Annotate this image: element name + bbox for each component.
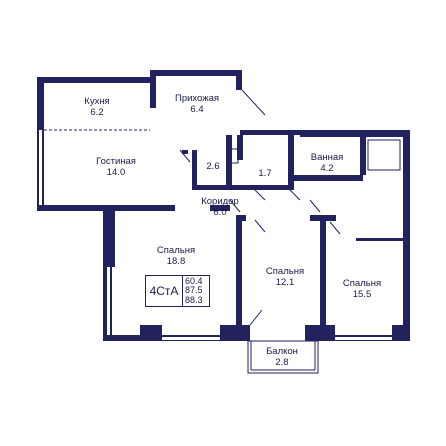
- apartment-area-living: 60.4: [185, 275, 203, 286]
- room-bedroom-1: Спальня 18.8: [157, 245, 195, 267]
- apartment-info-box: 4СтА 60.4 87.5 88.3: [145, 275, 210, 307]
- apartment-area-with-balcony: 88.3: [185, 294, 203, 305]
- room-living-area: 14.0: [106, 167, 126, 178]
- room-bedroom-2: Спальня 12.1: [266, 266, 304, 288]
- room-kitchen-name: Кухня: [84, 96, 110, 107]
- room-bedroom-2-area: 12.1: [275, 277, 295, 288]
- room-storage-area: 1.7: [258, 168, 272, 179]
- room-corridor-name: Коридор: [201, 196, 239, 207]
- room-wc-area: 2.6: [206, 161, 220, 172]
- room-balcony-area: 2.8: [275, 357, 289, 368]
- room-wc: 2.6: [206, 161, 219, 172]
- room-bedroom-1-name: Спальня: [156, 245, 196, 256]
- room-corridor: Коридор 6.0: [201, 196, 239, 218]
- room-kitchen: Кухня 6.2: [84, 96, 109, 118]
- room-bedroom-3-area: 15.5: [352, 289, 372, 300]
- apartment-area-total: 87.5: [185, 285, 203, 296]
- room-kitchen-area: 6.2: [90, 107, 104, 118]
- room-hallway-name: Прихожая: [174, 93, 220, 104]
- room-bedroom-1-area: 18.8: [166, 256, 186, 267]
- room-living: Гостиная 14.0: [96, 156, 136, 178]
- room-bedroom-3: Спальня 15.5: [343, 278, 381, 300]
- room-balcony-name: Балкон: [266, 346, 298, 357]
- apartment-areas: 60.4 87.5 88.3: [182, 276, 209, 306]
- room-hallway-area: 6.4: [190, 104, 204, 115]
- room-hallway: Прихожая 6.4: [175, 93, 219, 115]
- room-bedroom-2-name: Спальня: [265, 266, 305, 277]
- room-bathroom: Ванная 4.2: [311, 152, 344, 174]
- room-bedroom-3-name: Спальня: [342, 278, 382, 289]
- room-corridor-area: 6.0: [213, 207, 227, 218]
- walls: [37, 70, 410, 341]
- apartment-type: 4СтА: [149, 284, 179, 298]
- room-bathroom-name: Ванная: [310, 152, 344, 163]
- room-storage: 1.7: [258, 168, 271, 179]
- room-balcony: Балкон 2.8: [266, 346, 298, 368]
- room-living-name: Гостиная: [96, 156, 136, 167]
- thin-lines: [44, 89, 401, 374]
- room-bathroom-area: 4.2: [320, 163, 334, 174]
